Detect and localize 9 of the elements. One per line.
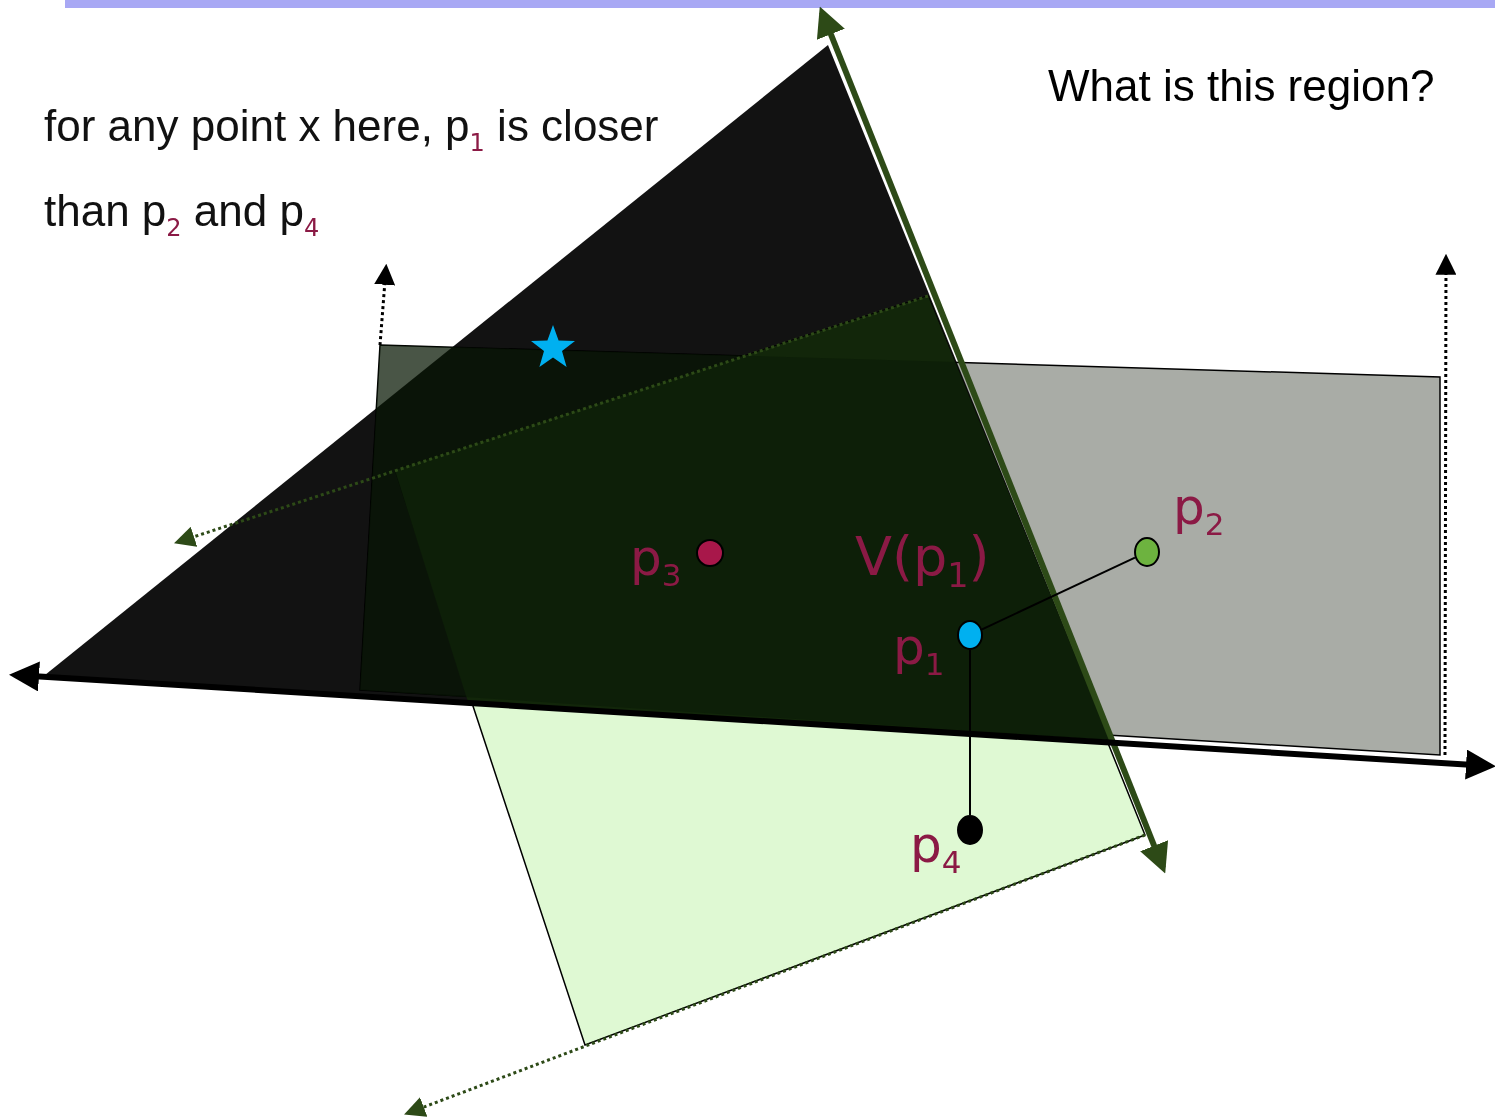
point-label: p$_{4}$ [910, 820, 962, 878]
connector-line [981, 556, 1136, 631]
note-text: for any point x here, p$_{1}$ is closer than p$_{2}$ and p$_{4}$ [44, 100, 660, 244]
point-label: p$_{2}$ [1173, 482, 1225, 540]
connector-line [969, 649, 971, 816]
region-label: V(p$_{1}$) [855, 530, 990, 593]
point-label: p$_{1}$ [893, 622, 945, 680]
question-text: What is this region? [1048, 60, 1435, 112]
point-label: p$_{3}$ [630, 533, 682, 591]
